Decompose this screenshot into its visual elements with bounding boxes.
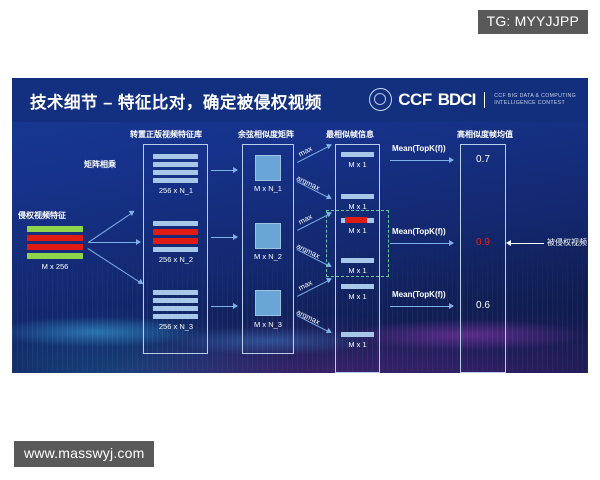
similarity-matrix-frame bbox=[242, 144, 294, 354]
op-max-3: max bbox=[296, 277, 314, 293]
frame-caption-2: M x 1 bbox=[348, 202, 367, 211]
db3-bar-2 bbox=[153, 298, 198, 303]
db1-bar-3 bbox=[153, 170, 198, 175]
top-watermark-badge: TG: MYYJJPP bbox=[477, 10, 588, 34]
matmul-op-label: 矩阵相乘 bbox=[84, 160, 116, 169]
db2-bar-3 bbox=[153, 238, 198, 244]
mean-topk-label-1: Mean(TopK(f)) bbox=[392, 144, 446, 153]
db2-bar-2 bbox=[153, 229, 198, 235]
logo-ccf-text: CCF bbox=[398, 89, 432, 109]
sim-caption-1: M x N_1 bbox=[254, 184, 282, 193]
similarity-matrix-label: 余弦相似度矩阵 bbox=[238, 130, 294, 139]
frame-bar-3-highlight bbox=[345, 217, 367, 223]
db1-bar-1 bbox=[153, 154, 198, 159]
mean-topk-label-3: Mean(TopK(f)) bbox=[392, 290, 446, 299]
result-callout-arrowhead bbox=[506, 240, 511, 246]
contest-logo: CCF BDCI CCF BIG DATA & COMPUTING INTELL… bbox=[369, 88, 576, 111]
db3-caption: 256 x N_3 bbox=[158, 322, 194, 331]
scores-frame bbox=[460, 144, 506, 373]
input-feature-caption: M x 256 bbox=[41, 262, 69, 271]
ccf-seal-icon bbox=[369, 88, 393, 111]
frame-bar-2 bbox=[341, 194, 374, 199]
selection-dashed-box bbox=[326, 210, 389, 277]
score-value-3: 0.6 bbox=[476, 300, 490, 311]
logo-tagline-line2: INTELLIGENCE CONTEST bbox=[494, 99, 565, 106]
db1-caption: 256 x N_1 bbox=[158, 186, 194, 195]
feature-db-label: 转置正版视频特征库 bbox=[130, 130, 202, 139]
arrow-input-to-db1 bbox=[88, 208, 137, 243]
input-bar-3 bbox=[27, 244, 83, 250]
slide-title: 技术细节 – 特征比对，确定被侵权视频 bbox=[30, 94, 322, 112]
frame-bar-6 bbox=[341, 332, 374, 337]
result-label: 被侵权视频 bbox=[547, 238, 587, 247]
input-bar-4 bbox=[27, 253, 83, 259]
frame-bar-4 bbox=[341, 258, 374, 263]
db1-bar-4 bbox=[153, 178, 198, 183]
presentation-slide: 技术细节 – 特征比对，确定被侵权视频 CCF BDCI CCF BIG DAT… bbox=[12, 78, 588, 373]
logo-tagline-line1: CCF BIG DATA & COMPUTING bbox=[494, 92, 576, 99]
db1-bar-2 bbox=[153, 162, 198, 167]
input-feature-label: 侵权视频特征 bbox=[18, 211, 66, 220]
logo-tagline: CCF BIG DATA & COMPUTING INTELLIGENCE CO… bbox=[494, 93, 576, 107]
db3-bar-1 bbox=[153, 290, 198, 295]
frame-info-frame bbox=[335, 144, 380, 373]
frame-info-label: 最相似帧信息 bbox=[326, 130, 374, 139]
score-value-1: 0.7 bbox=[476, 154, 490, 165]
db2-bar-1 bbox=[153, 221, 198, 226]
logo-bdci-text: BDCI bbox=[437, 89, 477, 109]
sim-caption-2: M x N_2 bbox=[254, 252, 282, 261]
arrow-input-to-db3 bbox=[87, 248, 145, 287]
score-value-2-highlight: 0.9 bbox=[476, 237, 490, 248]
input-bar-1 bbox=[27, 226, 83, 232]
frame-caption-1: M x 1 bbox=[348, 160, 367, 169]
db3-bar-4 bbox=[153, 314, 198, 319]
sim-block-1 bbox=[255, 155, 281, 181]
sim-caption-3: M x N_3 bbox=[254, 320, 282, 329]
slide-header-bar: 技术细节 – 特征比对，确定被侵权视频 CCF BDCI CCF BIG DAT… bbox=[12, 78, 588, 122]
result-callout-line bbox=[510, 243, 544, 245]
sim-block-2 bbox=[255, 223, 281, 249]
scores-label: 高相似度帧均值 bbox=[457, 130, 513, 139]
op-max-1: max bbox=[296, 143, 314, 159]
feature-db-frame bbox=[143, 144, 208, 354]
frame-bar-5 bbox=[341, 284, 374, 289]
frame-caption-4: M x 1 bbox=[348, 266, 367, 275]
frame-bar-1 bbox=[341, 152, 374, 157]
frame-caption-3: M x 1 bbox=[348, 226, 367, 235]
db2-caption: 256 x N_2 bbox=[158, 255, 194, 264]
db2-bar-4 bbox=[153, 247, 198, 252]
input-bar-2 bbox=[27, 235, 83, 241]
mean-topk-label-2: Mean(TopK(f)) bbox=[392, 227, 446, 236]
sim-block-3 bbox=[255, 290, 281, 316]
db3-bar-3 bbox=[153, 306, 198, 311]
logo-divider bbox=[484, 91, 486, 108]
op-max-2: max bbox=[296, 211, 314, 227]
frame-caption-6: M x 1 bbox=[348, 340, 367, 349]
frame-caption-5: M x 1 bbox=[348, 292, 367, 301]
bottom-watermark-badge: www.masswyj.com bbox=[14, 441, 155, 467]
